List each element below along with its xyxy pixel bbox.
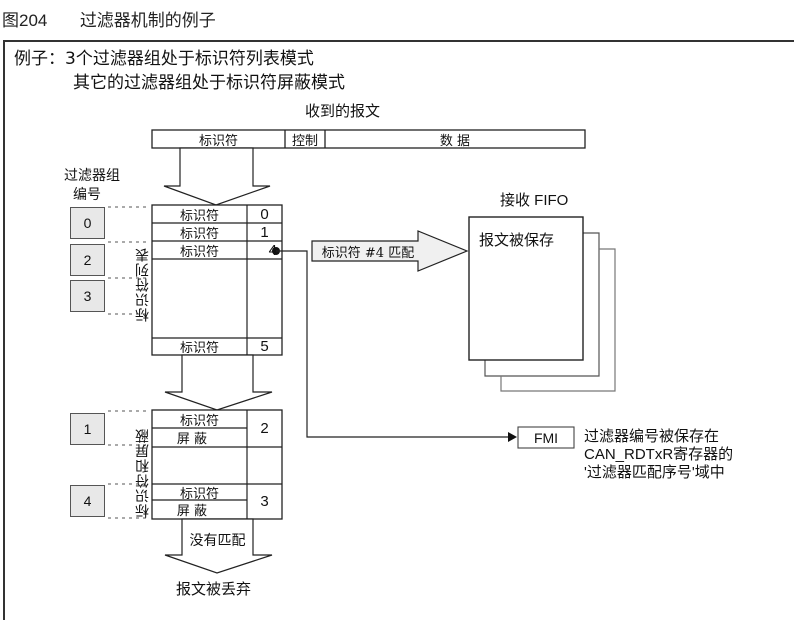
example-prefix: 例子：: [14, 49, 65, 69]
filter-group-3: 3: [70, 280, 105, 312]
fmi-description: 过滤器编号被保存在 CAN_RDTxR寄存器的 '过滤器匹配序号'域中: [584, 428, 733, 482]
list-table-box: [151, 204, 283, 356]
mask-entry-mask: 屏 蔽: [176, 504, 208, 519]
list-row-index: 5: [260, 338, 269, 355]
mask-entry-mask: 屏 蔽: [176, 432, 208, 447]
fifo-title: 接收 FIFO: [500, 192, 569, 209]
list-group-leaders: [108, 206, 150, 315]
mask-entry-index: 3: [260, 493, 269, 510]
arrow-to-mask-table: [164, 354, 273, 411]
fmi-box: [517, 426, 575, 449]
fmi-desc-line-2: CAN_RDTxR寄存器的: [584, 446, 734, 463]
received-message-title: 收到的报文: [305, 102, 381, 120]
fmi-arrowhead: [508, 432, 517, 442]
fifo-content: 报文被保存: [479, 231, 555, 249]
mask-group-leaders: [108, 410, 150, 519]
list-row-index-matched: 4: [268, 241, 277, 259]
diagram-frame: [3, 40, 794, 620]
no-match-label: 没有匹配: [189, 533, 246, 549]
message-field-control: 控制: [291, 133, 318, 149]
message-bar: [151, 129, 586, 149]
list-row-identifier: 标识符: [179, 244, 219, 260]
figure-title: 图204 过滤器机制的例子: [2, 6, 216, 31]
match-arrow-label: 标识符 #4 匹配: [321, 245, 415, 261]
list-row-identifier: 标识符: [179, 341, 219, 356]
filter-group-4: 4: [70, 485, 105, 517]
mask-entry-identifier: 标识符: [179, 486, 219, 502]
list-row-index: 0: [260, 205, 269, 223]
figure-caption: 过滤器机制的例子: [79, 11, 216, 31]
fmi-connector: [276, 250, 508, 438]
discard-label: 报文被丢弃: [176, 580, 252, 598]
diagram-graphics: [108, 129, 616, 574]
filter-group-1: 1: [70, 413, 105, 445]
mask-entry-identifier: 标识符: [179, 413, 219, 429]
fifo-page-3: [500, 248, 616, 392]
match-arrow: [311, 230, 469, 272]
list-row-identifier: 标识符: [179, 208, 219, 224]
message-field-data: 数 据: [439, 133, 471, 149]
arrow-to-list-table: [163, 147, 271, 206]
filter-group-0: 0: [70, 207, 105, 239]
example-line-2: 其它的过滤器组处于标识符屏蔽模式: [73, 73, 345, 93]
list-row-identifier: 标识符: [179, 226, 219, 242]
mask-mode-label: 标识符和屏蔽: [135, 428, 151, 518]
fmi-label: FMI: [533, 429, 559, 446]
message-field-identifier: 标识符: [198, 133, 238, 149]
example-line-1: 例子：3个过滤器组处于标识符列表模式: [14, 44, 314, 69]
filter-group-header: 过滤器组: [64, 168, 120, 184]
figure-label: 图204: [2, 11, 48, 30]
list-row-index: 1: [260, 223, 269, 241]
list-mode-label: 标识符列表: [135, 247, 151, 322]
fifo-page-2: [484, 232, 600, 377]
fifo-page-1: [468, 216, 584, 361]
fmi-desc-line-3: '过滤器匹配序号'域中: [584, 464, 725, 481]
filter-group-2: 2: [70, 244, 105, 276]
filter-group-subheader: 编号: [73, 187, 101, 203]
no-match-arrow: [164, 518, 273, 574]
fmi-desc-line-1: 过滤器编号被保存在: [584, 428, 720, 445]
example-text-1: 3个过滤器组处于标识符列表模式: [65, 49, 314, 69]
mask-entry-index: 2: [260, 420, 269, 437]
